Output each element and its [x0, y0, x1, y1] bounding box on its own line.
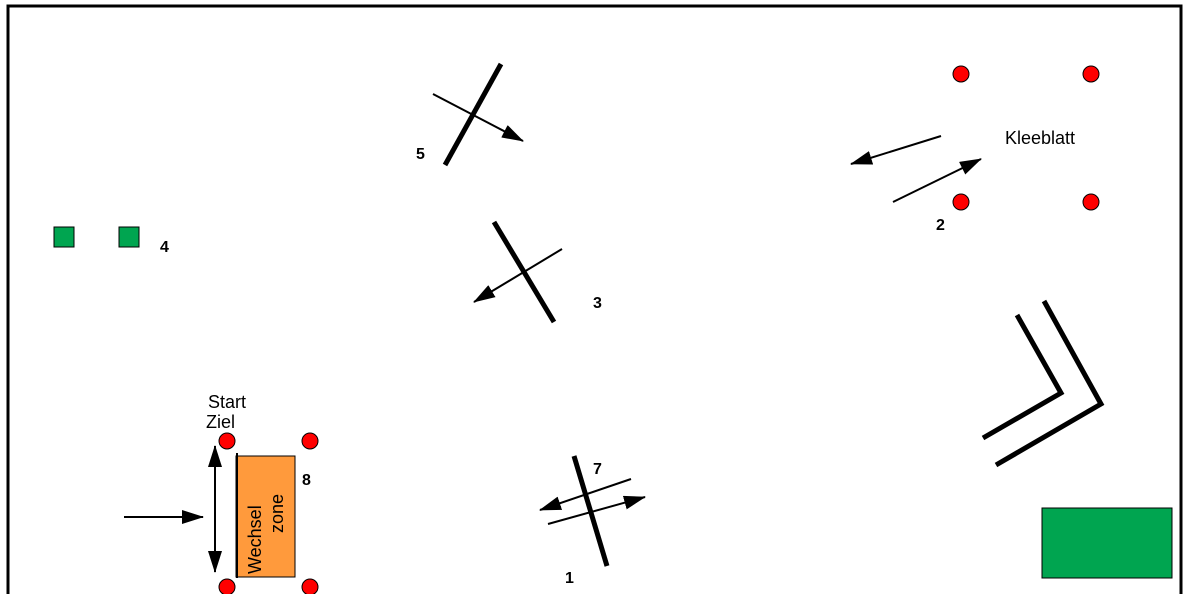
direction-arrow-out: [850, 135, 942, 165]
obstacle-4: 4: [53, 226, 169, 256]
cone: [301, 578, 319, 594]
wechselzone-label-2: zone: [267, 494, 287, 533]
green-marker: [53, 226, 75, 248]
chevron-obstacle: [981, 299, 1105, 468]
direction-arrow: [473, 248, 563, 303]
obstacle-3: 3: [473, 220, 602, 324]
wechselzone-label-1: Wechsel: [245, 505, 265, 574]
green-block: [1041, 507, 1173, 579]
course-border: [6, 4, 1183, 594]
obstacle-8-number: 8: [302, 472, 311, 489]
chevron-outer: [994, 299, 1105, 468]
obstacle-7-number: 7: [593, 461, 602, 478]
start-finish-area: Start Ziel Wechsel zone 8: [124, 392, 319, 594]
obstacle-4-number: 4: [160, 239, 169, 256]
chevron-inner: [981, 313, 1065, 441]
obstacle-3-number: 3: [593, 295, 602, 312]
ziel-label: Ziel: [206, 412, 235, 432]
direction-arrow-1: [547, 495, 646, 525]
direction-arrow-7: [539, 478, 632, 511]
cone: [1082, 193, 1100, 211]
direction-arrow: [432, 93, 524, 142]
cone: [952, 193, 970, 211]
cone: [1082, 65, 1100, 83]
kleeblatt: Kleeblatt 2: [850, 65, 1100, 234]
obstacle-2-number: 2: [936, 217, 945, 234]
direction-arrow-in: [892, 158, 982, 203]
cone: [952, 65, 970, 83]
start-label: Start: [208, 392, 246, 412]
green-marker: [118, 226, 140, 248]
jump-pole: [571, 455, 610, 567]
obstacle-5: 5: [416, 62, 524, 167]
obstacle-5-number: 5: [416, 146, 425, 163]
kleeblatt-label: Kleeblatt: [1005, 128, 1075, 148]
obstacle-1-7: 7 1: [539, 455, 646, 587]
obstacle-1-number: 1: [565, 570, 574, 587]
cone: [218, 578, 236, 594]
cone: [301, 432, 319, 450]
cone: [218, 432, 236, 450]
